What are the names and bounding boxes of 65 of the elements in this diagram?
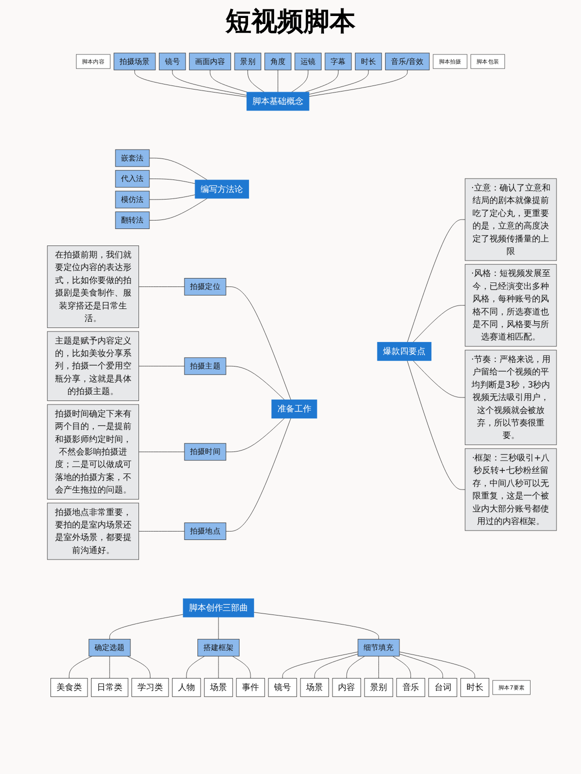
connector — [226, 418, 292, 532]
connector — [412, 360, 466, 398]
connector — [412, 305, 466, 342]
connector — [407, 219, 466, 342]
node-box: 学习类 — [132, 678, 169, 697]
connector — [346, 656, 366, 679]
node-box: ·节奏：严格来说，用户留给一个视频的平均判断是3秒，3秒内视频无法吸引用户，这个视频就会被放弃，所以节奏很重要。 — [464, 350, 557, 446]
node-box: 脚本基础概念 — [246, 92, 310, 111]
node-box: 美食类 — [50, 678, 88, 697]
node-box: 景别 — [364, 678, 394, 697]
connector — [226, 286, 292, 400]
connector — [186, 656, 205, 679]
connector — [254, 612, 379, 640]
node-box: ·框架：三秒吸引+八秒反转+七秒粉丝留存，中间八秒可以无限重复，这是一个被业内大部分账号都使用过的内容框架。 — [464, 448, 557, 531]
connector — [218, 656, 219, 679]
node-box: 主题是赋予内容定义的，比如美妆分享系列，拍摄一个爱用空瓶分享，这就是具体的拍摄主题。 — [47, 331, 140, 401]
connector — [399, 654, 444, 679]
title: 短视频脚本 — [224, 6, 356, 39]
connector — [218, 616, 219, 640]
connector — [149, 198, 208, 221]
node-box: 事件 — [236, 678, 265, 697]
connector — [138, 531, 185, 532]
connector — [399, 652, 476, 679]
connector — [149, 178, 196, 184]
connector — [314, 654, 358, 679]
connector — [68, 656, 92, 679]
node-box: 台词 — [428, 678, 458, 697]
connector — [172, 70, 248, 96]
connector — [282, 652, 358, 679]
node-box: 音乐 — [396, 678, 426, 697]
connector — [138, 286, 185, 287]
connector — [149, 194, 196, 200]
connector — [126, 656, 150, 679]
connector — [305, 70, 338, 92]
node-box: ·风格：短视频发展至今，已经演变出多种风格，每种账号的风格不同，所选赛道也是不同，风格要与所选赛道相匹配。 — [464, 264, 557, 347]
connector — [248, 70, 264, 92]
node-box: 人物 — [172, 678, 201, 697]
node-box: 拍摄时间确定下来有两个目的，一是提前和摄影师约定时间，不然会影响拍摄进度；二是可以做成可落地的拍摄方案，不会产生拖拉的问题。 — [47, 404, 140, 500]
connector — [109, 656, 110, 679]
connector — [232, 656, 251, 679]
node-box: 准备工作 — [271, 400, 318, 418]
connector — [109, 614, 184, 640]
connector — [308, 70, 408, 97]
node-box: 时长 — [460, 678, 490, 697]
node-box: ·立意：确认了立意和结局的剧本就像提前吃了定心丸，更重要的是，立意的高度决定了视频传播量的上限 — [464, 178, 557, 261]
node-box: 爆款四要点 — [377, 342, 432, 361]
node-box: 在拍摄前期，我们就要定位内容的表达形式，比如你要做的拍摄剧是美食制作、服装穿搭还是日常生活。 — [47, 246, 140, 328]
connector — [308, 70, 369, 95]
node-box: 拍摄地点非常重要，要拍的是室内场景还是室外场景，都要提前沟通好。 — [47, 502, 140, 560]
node-box: 编写方法论 — [194, 180, 250, 199]
connector — [406, 360, 466, 490]
connector — [210, 70, 248, 92]
connector — [134, 70, 248, 98]
node-box: 场景 — [300, 678, 329, 697]
connector — [291, 70, 308, 92]
connector — [378, 656, 379, 679]
connector — [226, 418, 285, 452]
node-box: 场景 — [204, 678, 233, 697]
connector — [226, 366, 285, 400]
connector — [392, 656, 411, 679]
node-box: 脚本创作三部曲 — [182, 598, 254, 618]
node-box: 日常类 — [91, 678, 128, 697]
connector — [149, 158, 208, 180]
node-box: 镜号 — [268, 678, 297, 697]
node-box: 内容 — [332, 678, 362, 697]
